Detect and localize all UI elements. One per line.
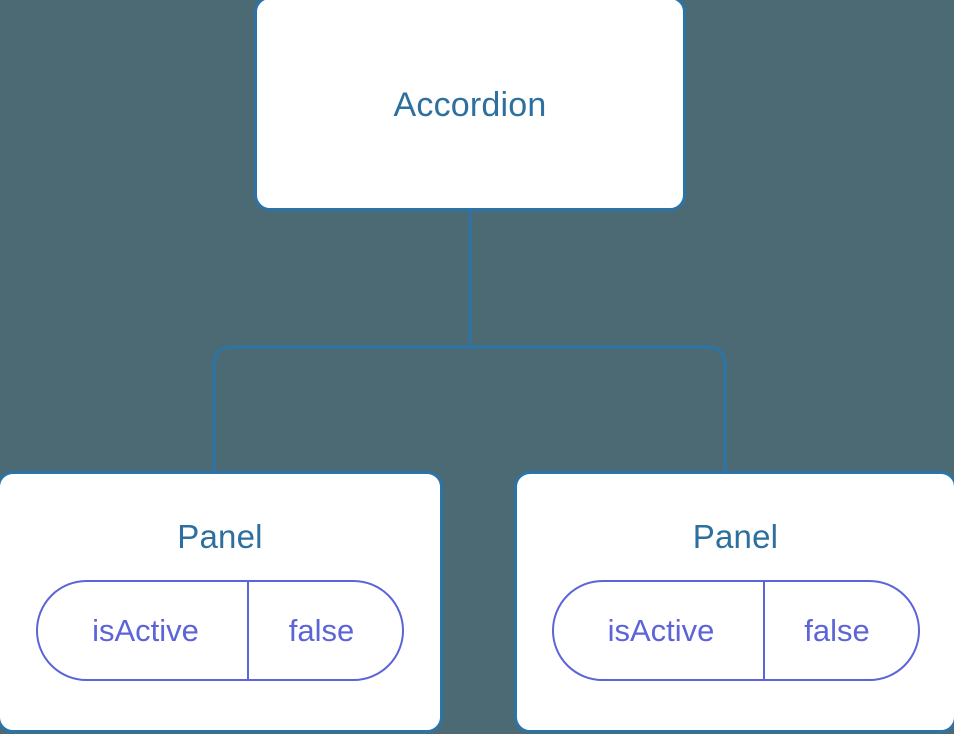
state-pill-panel-0-key: isActive (38, 582, 249, 679)
edge-branch-left (212, 345, 470, 474)
node-panel-0[interactable]: Panel isActive false (0, 471, 443, 733)
node-panel-1-title: Panel (692, 518, 779, 555)
state-pill-panel-0[interactable]: isActive false (36, 580, 404, 681)
state-pill-panel-1[interactable]: isActive false (551, 580, 920, 681)
state-pill-panel-1-value: false (804, 613, 870, 648)
state-pill-panel-0-value: false (288, 613, 355, 648)
node-accordion-title: Accordion (393, 85, 547, 124)
state-pill-panel-1-key: isActive (554, 582, 765, 679)
node-panel-1[interactable]: Panel isActive false (514, 471, 954, 733)
edge-branch-right (470, 345, 727, 474)
node-panel-0-title: Panel (177, 518, 263, 555)
node-accordion[interactable]: Accordion (254, 0, 686, 211)
